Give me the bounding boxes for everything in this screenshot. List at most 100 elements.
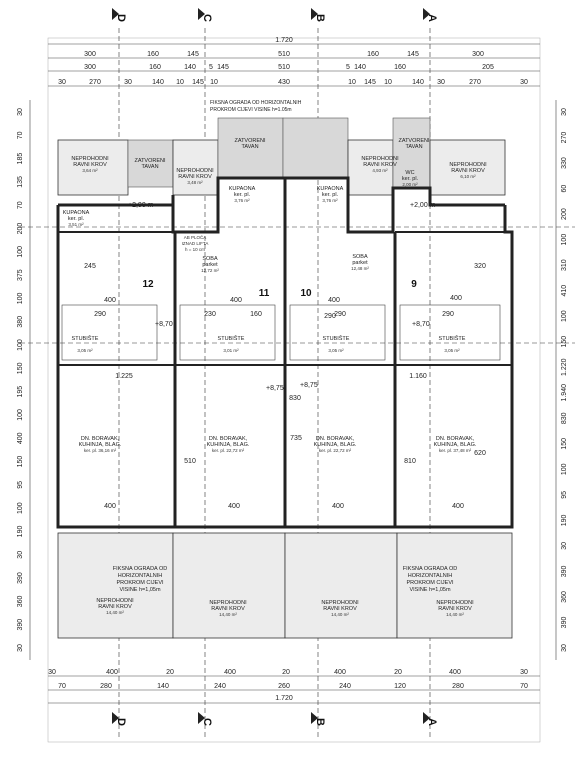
room-area: ker. pl. 22,72 m² (212, 448, 245, 453)
dim-value: 410 (561, 285, 568, 297)
room-name: RAVNI KROV (323, 606, 357, 612)
unit-number: 10 (300, 288, 312, 299)
dim-value: 30 (48, 669, 56, 676)
axis-marker (311, 8, 318, 20)
level-mark: +8,75 (300, 382, 318, 389)
room-area: 12,48 m² (351, 266, 369, 271)
dim-total-bottom: 1.720 (275, 695, 293, 702)
axis-label: A (426, 718, 438, 726)
dim-value: 30 (561, 644, 568, 652)
dim-value: 100 (561, 310, 568, 322)
room-name: RAVNI KROV (98, 604, 132, 610)
note-line: IZNAD LIFTA (182, 241, 209, 246)
dim-value: 100 (17, 292, 24, 304)
dim-value: 20 (394, 669, 402, 676)
dim-value: 70 (17, 201, 24, 209)
room-area: ker. pl. 36,16 m² (84, 448, 117, 453)
level-mark: +8,75 (266, 385, 284, 392)
room-area: 2,00 m² (402, 182, 418, 187)
dim-value: 430 (278, 79, 290, 86)
room-name: NEPROHODNI (321, 600, 359, 606)
dim-value: 510 (278, 51, 290, 58)
room-name: ZATVORENI (398, 138, 430, 144)
dim-value: 20 (282, 669, 290, 676)
room-name: KUPAONA (63, 210, 90, 216)
dim-value: 120 (394, 683, 406, 690)
room-name: KUHINJA, BLAG. (207, 442, 250, 448)
room-area: 14,40 m² (219, 612, 237, 617)
dim-value: 150 (561, 438, 568, 450)
inner-dim: 320 (474, 263, 486, 270)
room-name: RAVNI KROV (73, 162, 107, 168)
dim-value: 30 (124, 79, 132, 86)
dim-value: 5 (346, 64, 350, 71)
dim-value: 150 (17, 456, 24, 468)
unit-number: 12 (142, 279, 154, 290)
dim-value: 360 (561, 591, 568, 603)
dim-value: 310 (561, 259, 568, 271)
inner-dim: 290 (324, 313, 336, 320)
room-name: STUBIŠTE (218, 335, 245, 342)
level-mark: +2,00 m (128, 202, 154, 209)
level-mark: +8,70 (412, 321, 430, 328)
dim-value: 95 (17, 481, 24, 489)
dim-value: 145 (217, 64, 229, 71)
room-name: SOBA (352, 254, 368, 260)
room-name: NEPROHODNI (96, 598, 134, 604)
dim-value: 30 (17, 551, 24, 559)
stair-zone (179, 304, 276, 361)
unit-number: 11 (259, 288, 270, 299)
axis-marker (423, 712, 430, 724)
room-area: 12,72 m² (201, 268, 219, 273)
note-line: AB PLOČA (184, 234, 207, 240)
axis-label: A (426, 14, 438, 22)
room-name: RAVNI KROV (451, 168, 485, 174)
room-name: parket (202, 262, 218, 268)
dim-total-top: 1.720 (275, 37, 293, 44)
room-name: RAVNI KROV (178, 174, 212, 180)
dim-value: 200 (17, 223, 24, 235)
attic-area (127, 139, 174, 188)
dim-value: 10 (176, 79, 184, 86)
inner-dim: 1.160 (409, 373, 427, 380)
railing-note-right: FIKSNA OGRADA OD HORIZONTALNIH PROKROM C… (403, 566, 457, 593)
inner-dim: 400 (450, 295, 462, 302)
exterior-wall (58, 176, 505, 234)
room-name: STUBIŠTE (439, 335, 466, 342)
dim-value: 5 (209, 64, 213, 71)
dim-value: 160 (367, 51, 379, 58)
dim-value: 400 (106, 669, 118, 676)
room-name: NEPROHODNI (176, 168, 214, 174)
dim-value: 30 (437, 79, 445, 86)
room-name: WC (405, 170, 414, 176)
dim-value: 375 (17, 269, 24, 281)
dim-value: 140 (184, 64, 196, 71)
room-name: KUHINJA, BLAG. (79, 442, 122, 448)
dim-value: 70 (17, 131, 24, 139)
note-line: VISINE h=1,05m (409, 587, 451, 593)
stair-zone (289, 304, 386, 361)
room-name: NEPROHODNI (71, 156, 109, 162)
railing-note-top: FIKSNA OGRADA OD HORIZONTALNIH PROKROM C… (210, 100, 302, 113)
unit-number: 9 (411, 279, 417, 290)
inner-dim: 230 (204, 311, 216, 318)
dim-value: 30 (17, 108, 24, 116)
dim-value: 830 (561, 412, 568, 424)
room-name: TAVAN (405, 144, 422, 150)
exterior-wall (56, 205, 514, 529)
dim-value: 260 (278, 683, 290, 690)
note-line: VISINE h=1,05m (119, 587, 161, 593)
room-name: ker. pl. (322, 192, 339, 198)
axis-label: D (115, 718, 127, 726)
dim-value: 150 (561, 336, 568, 348)
inner-dim: 400 (452, 503, 464, 510)
dim-value: 380 (17, 316, 24, 328)
dim-value: 390 (561, 565, 568, 577)
inner-dim: 1.225 (115, 373, 133, 380)
inner-dim: 830 (289, 395, 301, 402)
room-name: RAVNI KROV (438, 606, 472, 612)
roof-area (172, 532, 286, 639)
dim-value: 135 (17, 176, 24, 188)
drawing-frame (47, 37, 541, 743)
